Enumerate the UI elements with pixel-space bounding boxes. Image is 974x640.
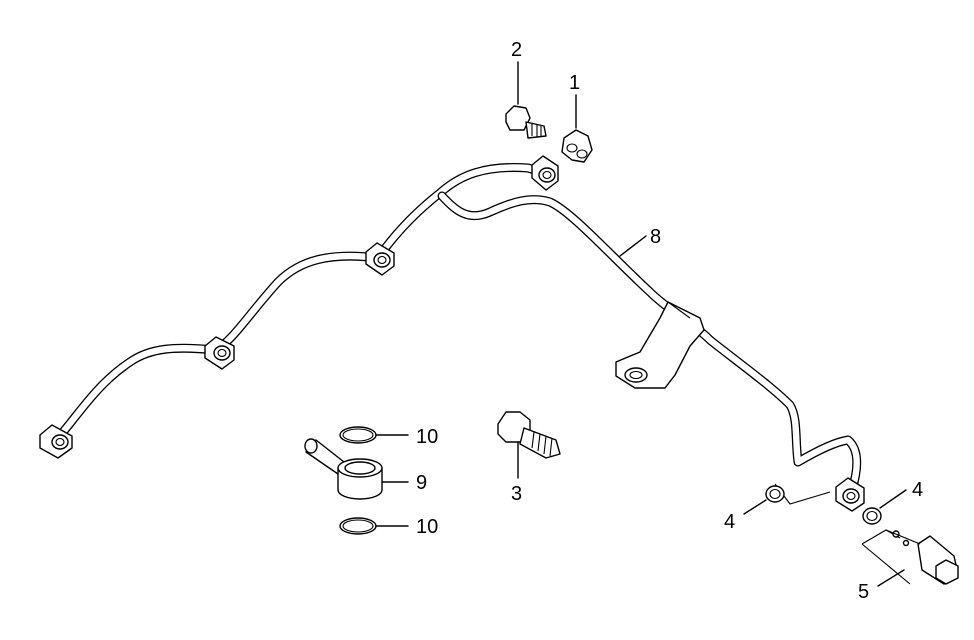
o-ring-part-10-lower [339,517,377,535]
bolt-part-3 [497,411,561,459]
callout-10-upper: 10 [416,426,438,448]
banjo-eye-3 [365,242,395,276]
callout-5: 5 [858,581,869,603]
gasket-part-1 [561,129,593,163]
callout-1: 1 [569,72,580,94]
callout-2: 2 [511,39,522,61]
callout-9: 9 [416,472,427,494]
callout-4-left: 4 [724,511,735,533]
washer-part-4-left [765,485,785,503]
banjo-eye-4 [531,155,559,191]
banjo-eye-1 [39,424,73,459]
bolt-part-2 [505,105,547,139]
callout-10-lower: 10 [416,516,438,538]
o-ring-part-10-upper [339,426,377,444]
banjo-eye-2 [204,336,235,370]
callout-8: 8 [650,226,661,248]
pipe-bracket [615,301,705,389]
valve-bolt-part-5 [861,529,959,585]
callout-4-right: 4 [912,479,923,501]
banjo-eye-lower [774,477,865,512]
leader-lines [375,61,907,587]
callout-3: 3 [511,483,522,505]
banjo-fitting-part-9 [304,438,383,500]
fuel-pipe-assembly [39,155,865,512]
washer-part-4-right [862,507,882,525]
callout-labels: 2 1 8 10 9 10 3 4 4 5 [416,39,923,603]
